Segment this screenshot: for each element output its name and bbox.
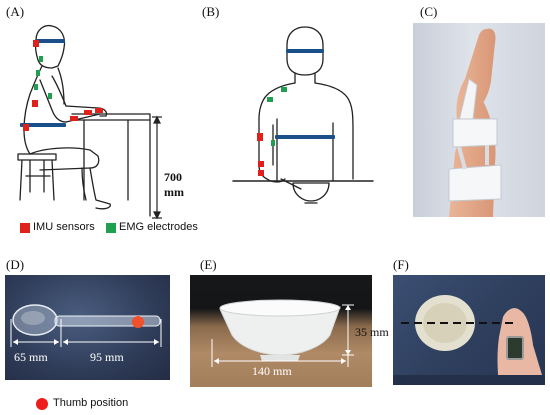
- bowl-width-dimension: 140 mm: [252, 364, 292, 378]
- panel-label-b: (B): [202, 4, 220, 19]
- spoon-photo: [5, 275, 170, 380]
- panel-label-f: (F): [393, 257, 409, 272]
- table-height-value: 700: [164, 170, 182, 184]
- spoon-bowl-length: 65 mm: [14, 350, 48, 364]
- top-view-photo: [393, 275, 545, 385]
- thumb-position-marker: [132, 316, 144, 328]
- bowl-photo: [190, 275, 372, 387]
- seated-subject-illustration: [17, 24, 162, 220]
- thumb-legend-dot: [36, 398, 48, 410]
- panel-label-a: (A): [6, 4, 25, 19]
- table-height-unit: mm: [164, 185, 184, 199]
- thumb-legend-label: Thumb position: [53, 397, 129, 409]
- spoon-handle-length: 95 mm: [90, 350, 124, 364]
- emg-legend-swatch: [106, 223, 116, 233]
- panel-label-e: (E): [200, 257, 217, 272]
- imu-legend-label: IMU sensors: [33, 221, 95, 233]
- imu-legend-swatch: [20, 223, 30, 233]
- bowl-height-dimension: 35 mm: [355, 325, 389, 339]
- panel-label-c: (C): [420, 4, 438, 19]
- panel-label-d: (D): [6, 257, 25, 272]
- emg-legend-label: EMG electrodes: [119, 221, 198, 233]
- frontal-subject-illustration: [232, 26, 374, 204]
- wrist-splint-photo: [413, 23, 545, 217]
